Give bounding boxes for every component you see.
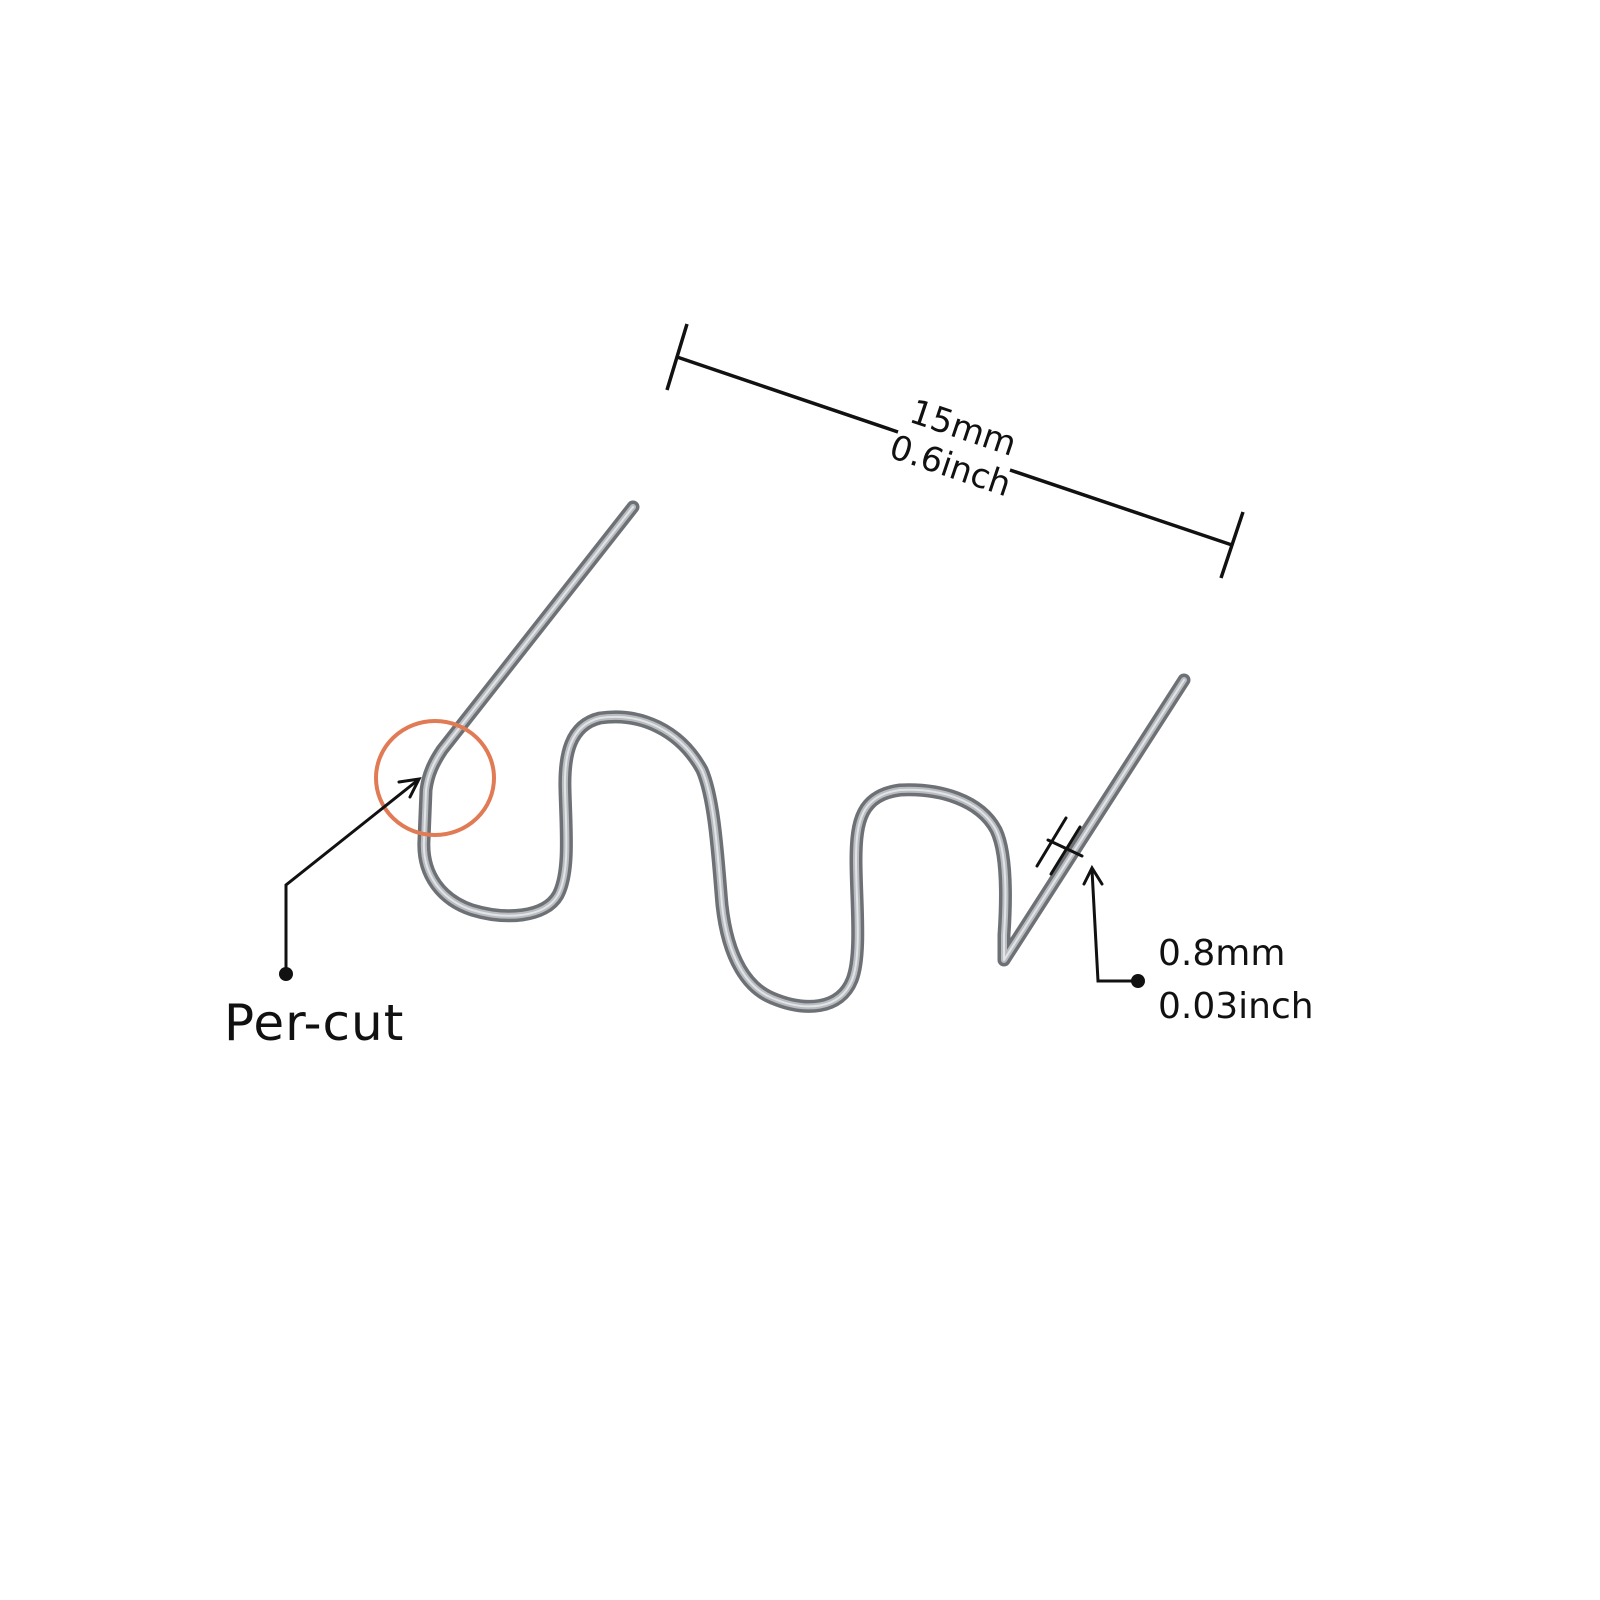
diameter-crossbar xyxy=(1046,838,1084,858)
precut-leader-line xyxy=(284,778,420,976)
arrow-icon xyxy=(397,777,422,799)
dimension-line-right xyxy=(1009,468,1233,547)
diameter-mm-text: 0.8mm xyxy=(1158,933,1285,974)
arrow-icon xyxy=(1082,864,1104,886)
length-dimension xyxy=(665,323,1245,579)
dimension-line-left xyxy=(676,355,899,434)
precut-label: Per-cut xyxy=(224,994,404,1052)
diameter-inch-text: 0.03inch xyxy=(1158,986,1314,1027)
diameter-leader-line xyxy=(1090,868,1140,983)
wire-shine xyxy=(422,506,1185,1008)
precut-circle-icon xyxy=(374,719,496,837)
wave-staple-wire xyxy=(417,500,1191,1013)
diameter-dot xyxy=(1131,974,1145,988)
diameter-tick-outer xyxy=(1049,825,1082,876)
precut-dot xyxy=(279,967,293,981)
precut-pointer xyxy=(284,777,422,976)
diameter-marker xyxy=(1035,816,1140,983)
